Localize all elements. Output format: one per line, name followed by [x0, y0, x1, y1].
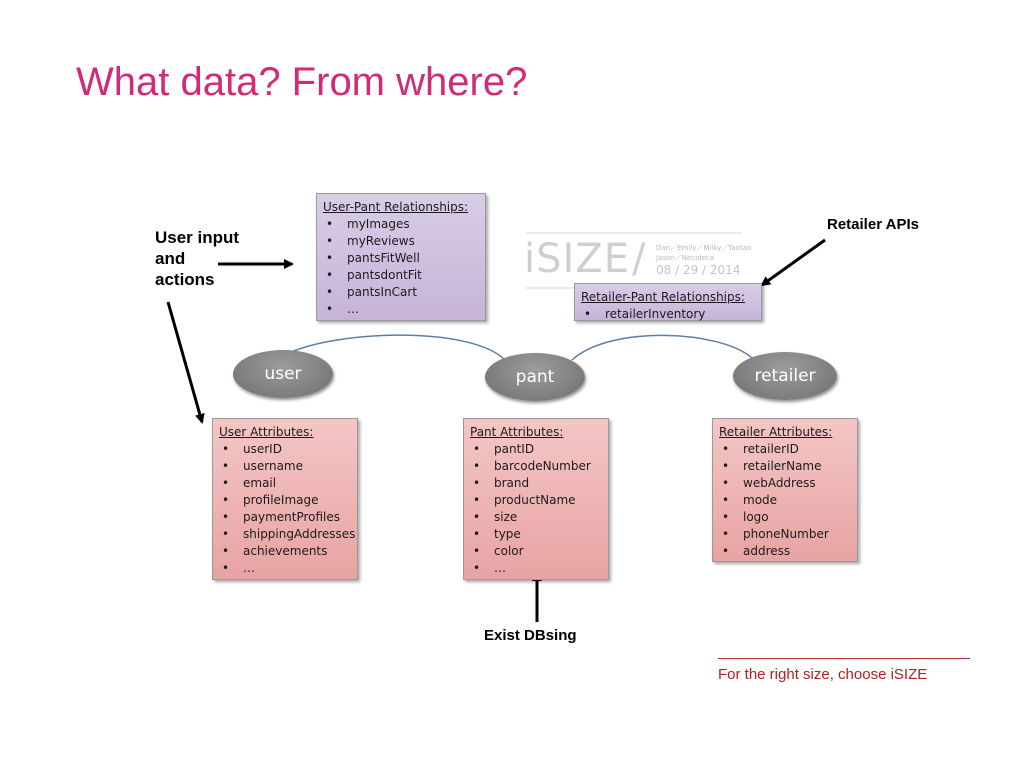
- list-item: brand: [470, 475, 602, 492]
- user-pant-relationships-box: User-Pant Relationships: myImages myRevi…: [316, 193, 486, 321]
- logo-brand: iSIZE: [524, 236, 630, 282]
- retailer-attributes-box: Retailer Attributes: retailerID retailer…: [712, 418, 858, 562]
- box-heading: Pant Attributes:: [470, 425, 564, 439]
- user-attributes-box: User Attributes: userID username email p…: [212, 418, 358, 580]
- box-list: userID username email profileImage payme…: [219, 441, 355, 577]
- list-item: logo: [719, 509, 851, 526]
- list-item: pantsdontFit: [323, 267, 479, 284]
- pant-attributes-box: Pant Attributes: pantID barcodeNumber br…: [463, 418, 609, 580]
- actions-down-arrow: [166, 301, 205, 424]
- list-item: retailerID: [719, 441, 851, 458]
- user-input-line: User input: [155, 228, 240, 247]
- list-item: productName: [470, 492, 602, 509]
- list-item: barcodeNumber: [470, 458, 602, 475]
- list-item: achievements: [219, 543, 351, 560]
- list-item: myImages: [323, 216, 479, 233]
- list-item: …: [323, 301, 479, 318]
- footer-divider: [718, 658, 970, 659]
- list-item: profileImage: [219, 492, 351, 509]
- list-item: …: [219, 560, 351, 577]
- user-pant-edge: [282, 334, 506, 361]
- list-item: mode: [719, 492, 851, 509]
- list-item: phoneNumber: [719, 526, 851, 543]
- list-item: myReviews: [323, 233, 479, 250]
- retailer-node: retailer: [733, 352, 837, 400]
- list-item: …: [470, 560, 602, 577]
- list-item: retailerInventory: [581, 306, 755, 323]
- box-list: retailerID retailerName webAddress mode …: [719, 441, 851, 560]
- list-item: pantsInCart: [323, 284, 479, 301]
- list-item: type: [470, 526, 602, 543]
- footer-tagline: For the right size, choose iSIZE: [718, 666, 928, 683]
- logo-names-line1: Dan／Emily／Milky／Taotao: [656, 244, 752, 252]
- retailer-apis-arrow: [760, 238, 826, 287]
- box-list: pantID barcodeNumber brand productName s…: [470, 441, 602, 577]
- pant-node: pant: [485, 353, 585, 401]
- list-item: userID: [219, 441, 351, 458]
- list-item: retailerName: [719, 458, 851, 475]
- logo-names-line2: Jason／Necideca: [656, 254, 714, 262]
- list-item: email: [219, 475, 351, 492]
- box-list: myImages myReviews pantsFitWell pantsdon…: [323, 216, 479, 318]
- user-input-line: actions: [155, 270, 215, 289]
- user-input-line: and: [155, 249, 186, 268]
- logo-date: 08 / 29 / 2014: [656, 263, 741, 277]
- box-heading: User-Pant Relationships:: [323, 200, 469, 214]
- retailer-apis-label: Retailer APIs: [827, 216, 919, 233]
- list-item: webAddress: [719, 475, 851, 492]
- pant-retailer-edge: [571, 334, 753, 361]
- box-heading: User Attributes:: [219, 425, 314, 439]
- list-item: size: [470, 509, 602, 526]
- list-item: color: [470, 543, 602, 560]
- exist-dbsing-label: Exist DBsing: [484, 627, 577, 644]
- list-item: shippingAddresses: [219, 526, 355, 543]
- box-heading: Retailer-Pant Relationships:: [581, 290, 745, 304]
- list-item: username: [219, 458, 351, 475]
- user-input-label: User input and actions: [155, 227, 239, 290]
- logo-slash: /: [632, 236, 646, 282]
- box-heading: Retailer Attributes:: [719, 425, 833, 439]
- retailer-pant-relationships-box: Retailer-Pant Relationships: retailerInv…: [574, 283, 762, 323]
- list-item: address: [719, 543, 851, 560]
- list-item: pantID: [470, 441, 602, 458]
- slide-title: What data? From where?: [76, 60, 528, 104]
- box-list: retailerInventory: [581, 306, 755, 323]
- user-node: user: [233, 350, 333, 398]
- list-item: pantsFitWell: [323, 250, 479, 267]
- list-item: paymentProfiles: [219, 509, 351, 526]
